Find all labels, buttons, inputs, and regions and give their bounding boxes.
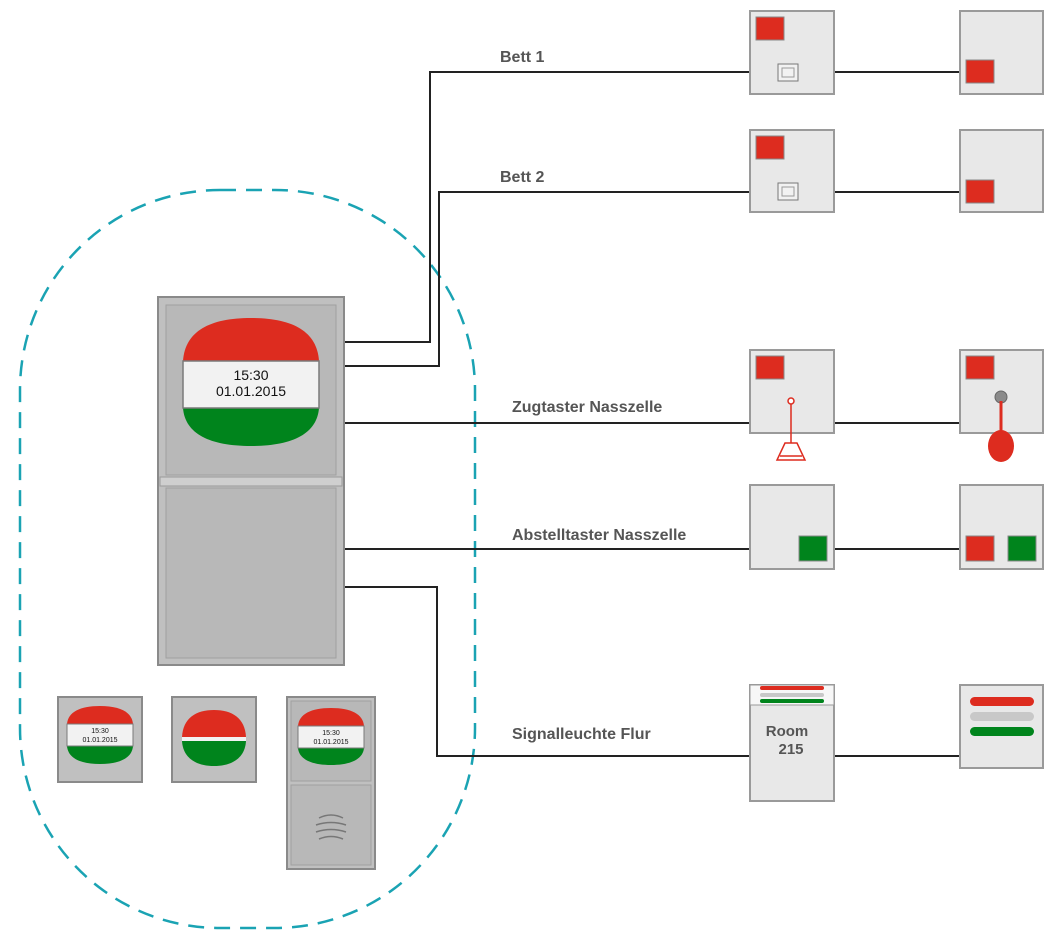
cancel-button-green bbox=[1007, 535, 1037, 562]
bed1-call-unit bbox=[749, 10, 835, 95]
variant-display-date: 01.01.2015 bbox=[82, 737, 117, 744]
room-number: 215 bbox=[778, 741, 803, 758]
bed1-wire bbox=[343, 71, 750, 343]
wiring bbox=[343, 71, 960, 757]
pull-cord-icon bbox=[775, 397, 807, 461]
socket-icon bbox=[777, 182, 799, 201]
pull-switch-unit bbox=[749, 349, 835, 461]
display-time: 15:30 bbox=[233, 367, 268, 383]
socket-icon bbox=[777, 63, 799, 82]
terminal-group-outline bbox=[18, 188, 477, 930]
variant-display-time: 15:30 bbox=[91, 728, 109, 735]
terminal-variant-speaker: 15:30 01.01.2015 bbox=[286, 696, 376, 870]
pull-cord-handle-icon bbox=[988, 390, 1014, 462]
variant-speaker-date: 01.01.2015 bbox=[313, 739, 348, 746]
cancel-switch-extension-unit bbox=[959, 484, 1044, 570]
pull-switch-label: Zugtaster Nasszelle bbox=[512, 399, 662, 416]
corridor-light-label: Signalleuchte Flur bbox=[512, 726, 651, 743]
green-indicator-dome bbox=[183, 408, 319, 446]
corridor-signal-light bbox=[959, 684, 1044, 769]
room-label: Room bbox=[766, 723, 809, 740]
variant-speaker-time: 15:30 bbox=[322, 730, 340, 737]
red-indicator-dome bbox=[183, 318, 319, 361]
corridor-light-wire bbox=[343, 586, 750, 757]
call-button-red bbox=[965, 535, 995, 562]
cancel-button-green bbox=[798, 535, 828, 562]
bed2-label: Bett 2 bbox=[500, 169, 545, 186]
bed2-call-unit bbox=[749, 129, 835, 213]
bed2-extension-button bbox=[959, 129, 1044, 213]
bed2-wire bbox=[343, 191, 750, 367]
terminal-variant-display: 15:30 01.01.2015 bbox=[57, 696, 143, 783]
cancel-switch-label: Abstelltaster Nasszelle bbox=[512, 527, 686, 544]
cancel-switch-unit bbox=[749, 484, 835, 570]
clock-display bbox=[182, 360, 320, 409]
room-terminal: 15:30 01.01.2015 bbox=[157, 296, 345, 666]
pull-switch-extension-unit bbox=[959, 349, 1044, 462]
bed1-label: Bett 1 bbox=[500, 49, 545, 66]
display-date: 01.01.2015 bbox=[216, 383, 286, 399]
terminal-variant-basic bbox=[171, 696, 257, 783]
bed1-extension-button bbox=[959, 10, 1044, 95]
corridor-room-light: Room 215 bbox=[749, 684, 835, 802]
speaker-icon bbox=[315, 814, 347, 840]
